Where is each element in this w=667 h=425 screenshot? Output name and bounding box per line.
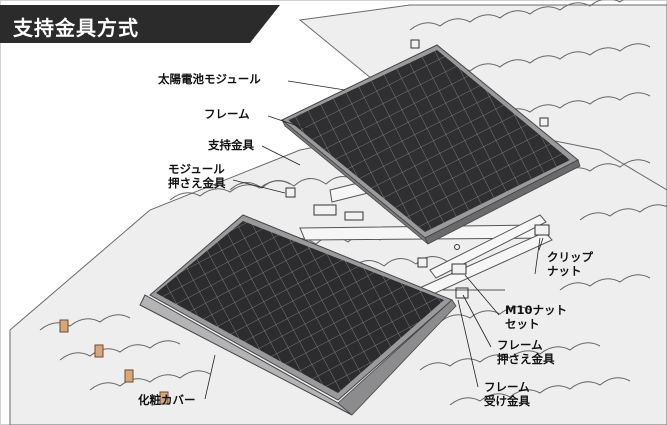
- label-m10-nut-set: M10ナット セット: [505, 303, 567, 331]
- eaves-edge: [59, 319, 169, 405]
- support-rails: [299, 179, 553, 301]
- label-frame: フレーム: [204, 107, 250, 121]
- upper-solar-module: [281, 44, 581, 245]
- label-clip-nut: クリップ ナット: [547, 250, 593, 278]
- leader-lines: [204, 80, 544, 400]
- label-solar-module: 太陽電池モジュール: [158, 72, 261, 86]
- title-banner-shape: [0, 5, 280, 43]
- label-frame-clamp-line1: フレーム: [497, 338, 543, 352]
- label-module-clamp-line2: 押さえ金具: [168, 176, 226, 190]
- label-decorative-cover: 化粧カバー: [138, 393, 196, 407]
- label-m10-nut-line2: セット: [505, 317, 540, 331]
- label-frame-receiver-line2: 受け金具: [484, 394, 530, 408]
- label-frame-clamp: フレーム 押さえ金具: [497, 338, 555, 366]
- label-module-clamp-line1: モジュール: [168, 162, 225, 176]
- title-banner: 支持金具方式: [0, 5, 280, 43]
- brackets: [285, 39, 550, 299]
- label-clip-nut-line2: ナット: [547, 264, 582, 278]
- page-title: 支持金具方式: [13, 16, 139, 40]
- label-frame-receiver-line1: フレーム: [484, 380, 530, 394]
- label-frame-clamp-line2: 押さえ金具: [497, 352, 555, 366]
- label-clip-nut-line1: クリップ: [547, 250, 593, 264]
- label-m10-nut-line1: M10ナット: [505, 303, 567, 317]
- label-module-clamp: モジュール 押さえ金具: [168, 162, 226, 190]
- lower-solar-module: [139, 214, 457, 416]
- label-support-bracket: 支持金具: [208, 138, 254, 152]
- label-frame-receiver: フレーム 受け金具: [484, 380, 530, 408]
